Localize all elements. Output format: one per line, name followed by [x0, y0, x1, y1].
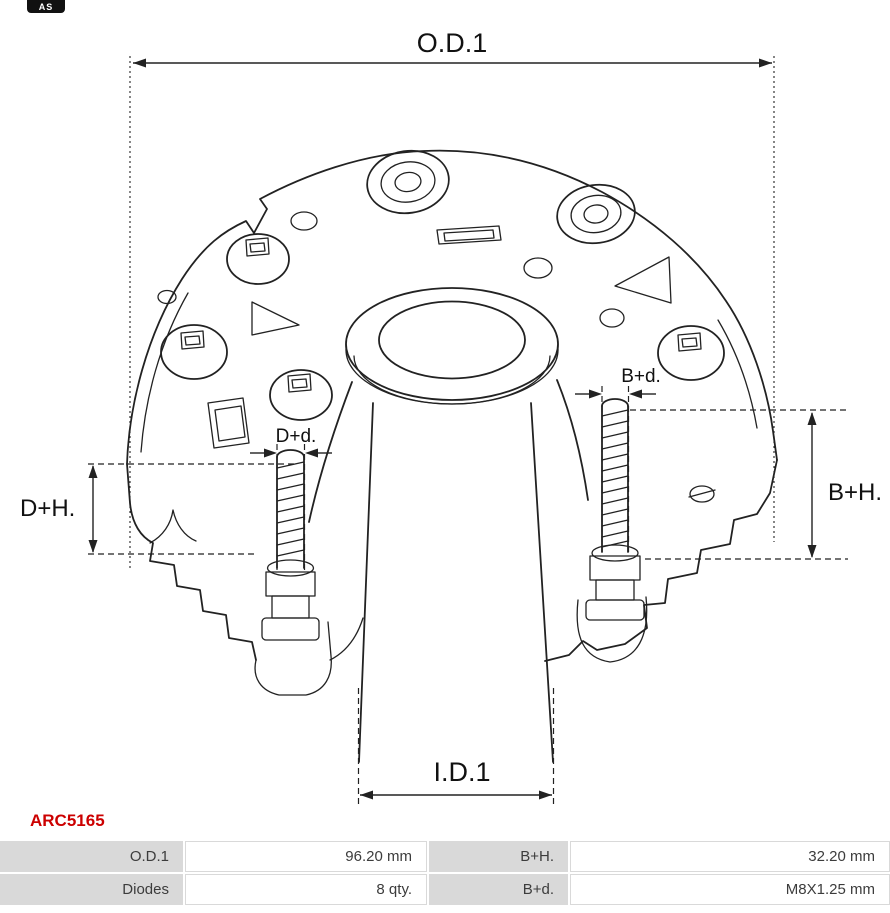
id1-label: I.D.1	[433, 757, 490, 787]
mounting-holes	[157, 211, 716, 503]
spec-label-bh: B+H.	[429, 841, 568, 872]
dimension-id1: I.D.1	[357, 688, 555, 806]
spec-value-od1: 96.20 mm	[185, 841, 427, 872]
direction-marks	[251, 256, 672, 336]
spec-label-diodes: Diodes	[0, 874, 183, 905]
dimension-bh: B+H.	[630, 409, 882, 560]
brand-logo-text: AS	[38, 1, 54, 12]
dimension-dh: D+H.	[20, 463, 295, 555]
dimension-bd: B+d.	[575, 366, 661, 556]
terminal-secondary	[556, 183, 636, 245]
stud-left	[261, 449, 320, 641]
dd-label: D+d.	[276, 426, 317, 447]
rect-slot	[207, 397, 250, 449]
stud-right	[585, 398, 645, 621]
spec-value-bh: 32.20 mm	[570, 841, 890, 872]
brand-logo: AS	[27, 0, 65, 13]
connector-slot	[436, 225, 502, 245]
od1-label: O.D.1	[417, 28, 488, 58]
bd-label: B+d.	[621, 366, 661, 387]
spec-value-bd: M8X1.25 mm	[570, 874, 890, 905]
dimension-od1: O.D.1	[129, 28, 775, 568]
technical-drawing: O.D.1 I.D.1 D+H. B+H.	[20, 28, 882, 806]
central-tube	[345, 287, 559, 763]
spec-label-od1: O.D.1	[0, 841, 183, 872]
dh-label: D+H.	[20, 495, 75, 522]
rectifier-body	[126, 149, 778, 696]
spec-value-diodes: 8 qty.	[185, 874, 427, 905]
diode-terminals	[160, 233, 725, 421]
part-number: ARC5165	[30, 811, 105, 830]
spec-table: O.D.1 96.20 mm B+H. 32.20 mm Diodes 8 qt…	[0, 841, 890, 905]
spec-label-bd: B+d.	[429, 874, 568, 905]
terminal-main	[366, 149, 450, 215]
bh-label: B+H.	[828, 479, 882, 506]
dimension-dd: D+d.	[250, 426, 332, 574]
